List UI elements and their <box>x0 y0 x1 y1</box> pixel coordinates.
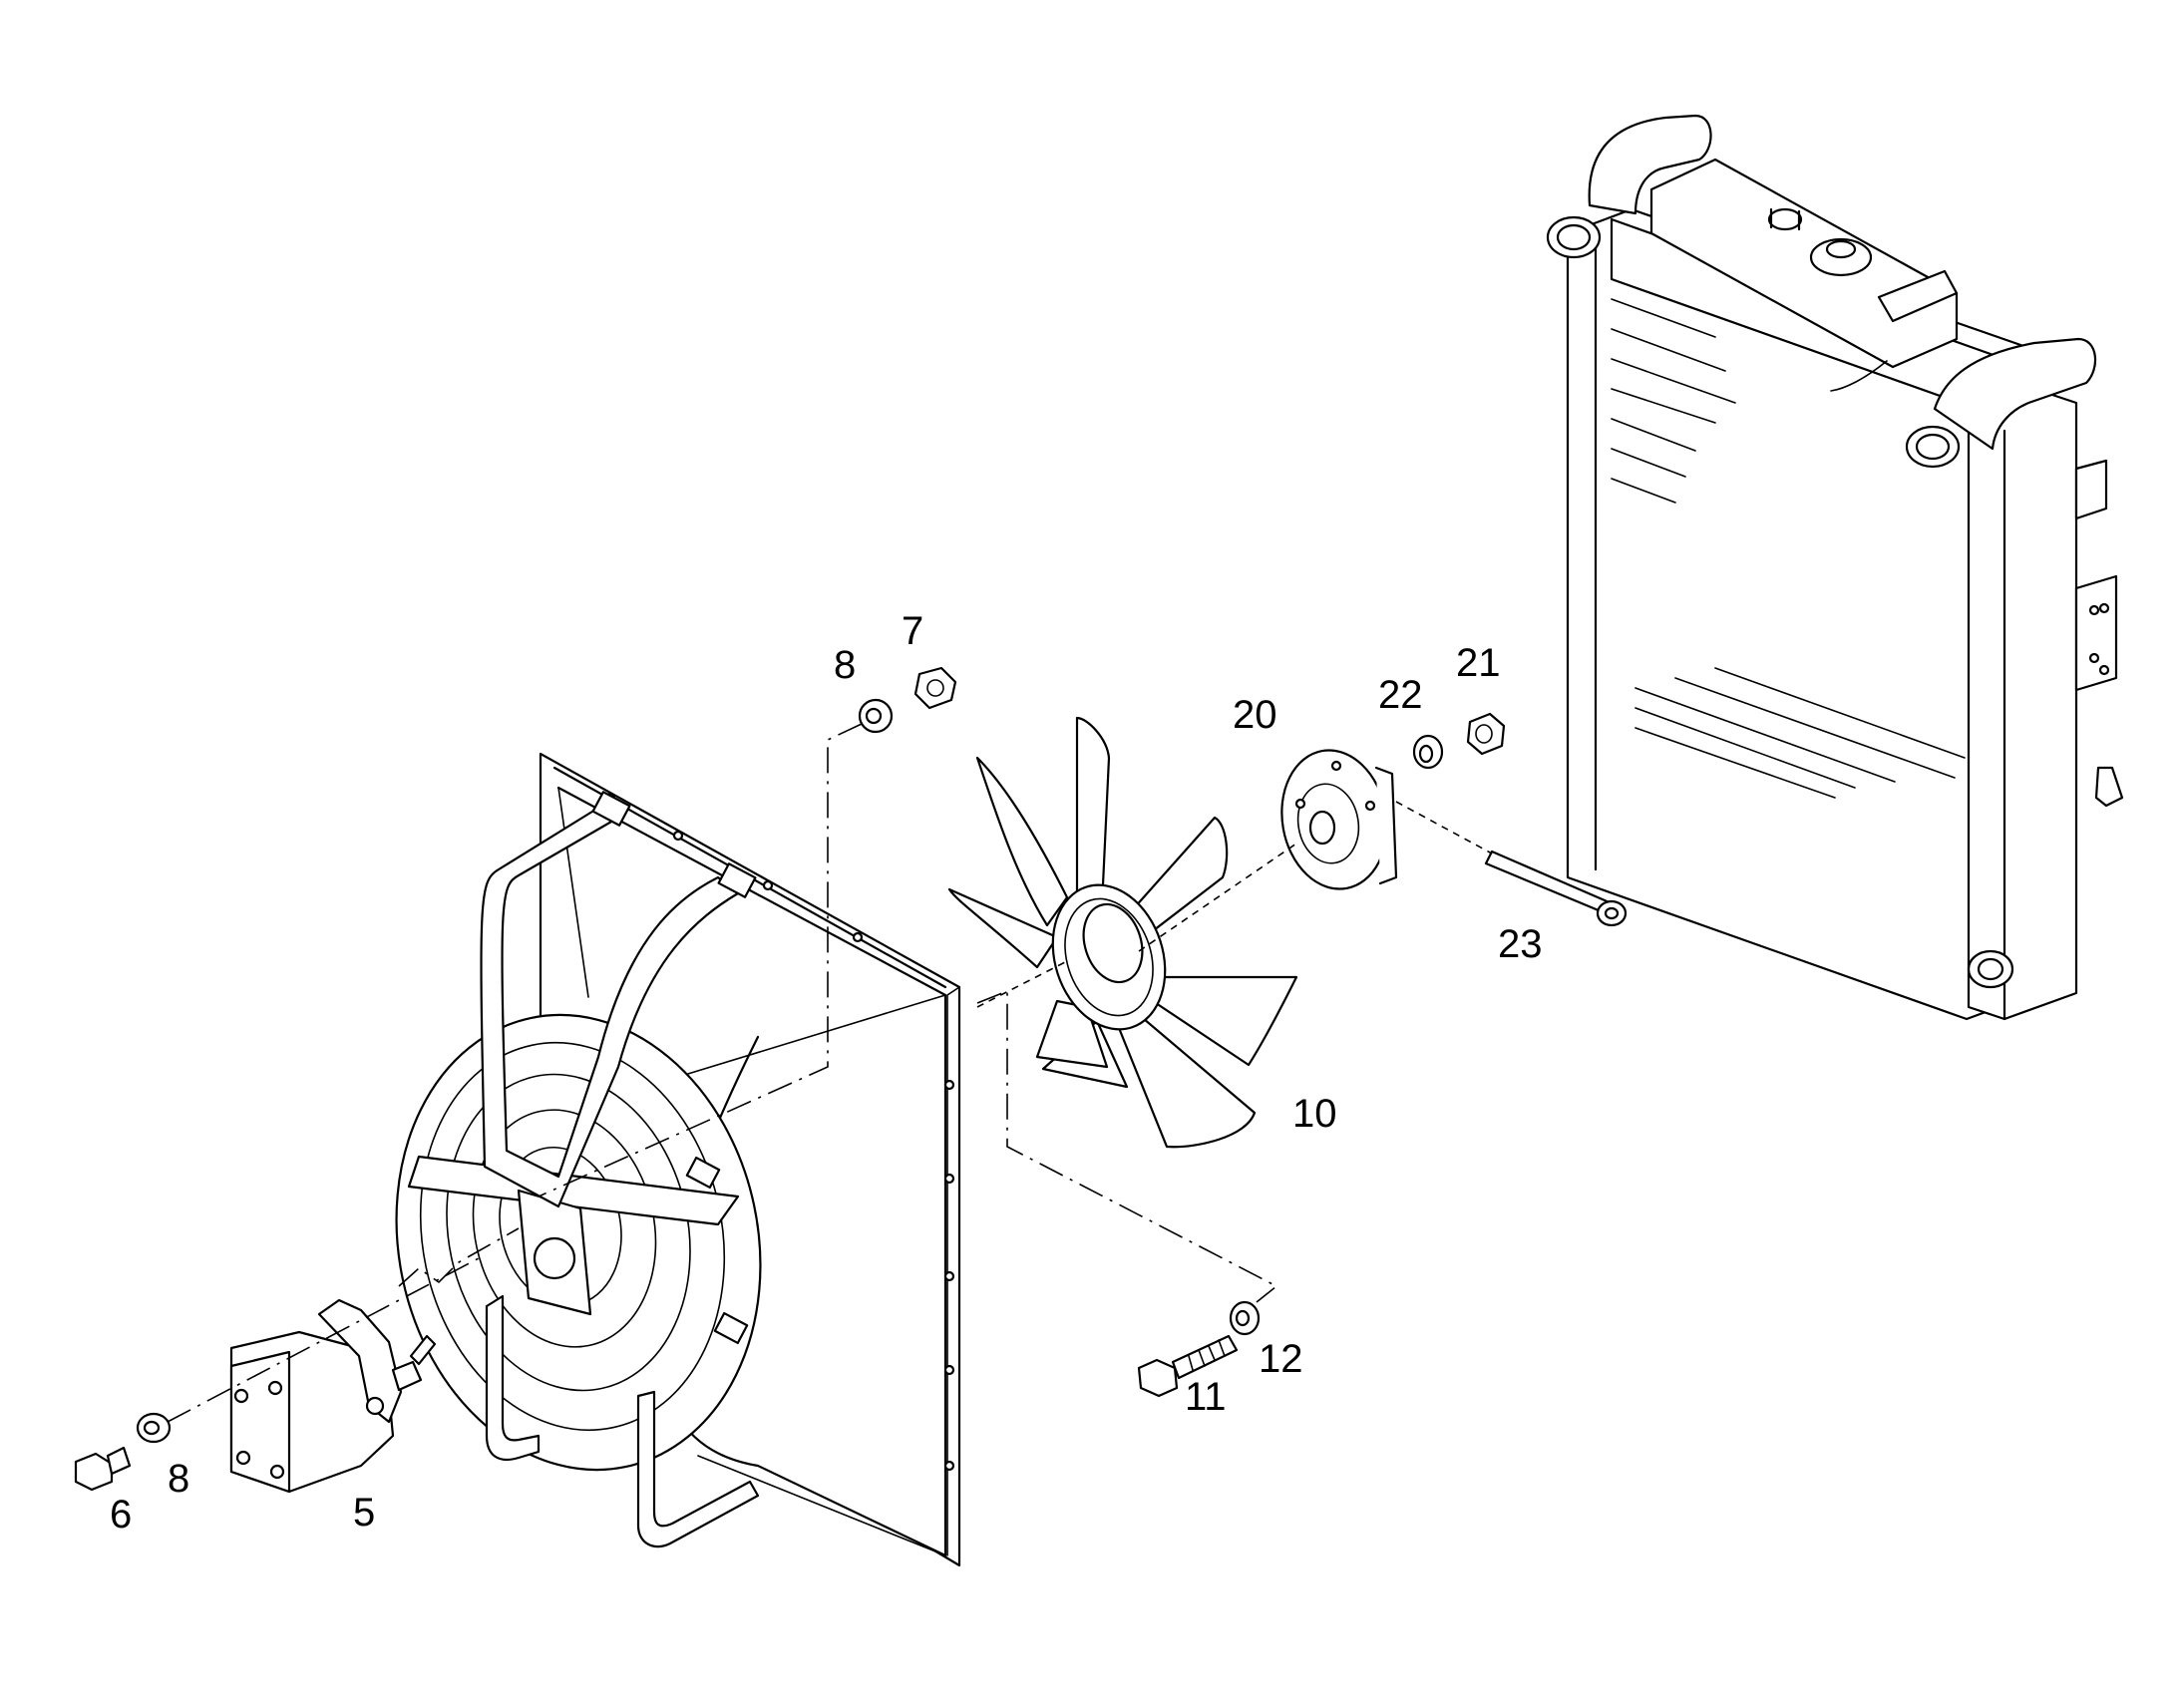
shroud-bolt-holes <box>604 792 955 1472</box>
callout-11: 11 <box>1185 1375 1227 1419</box>
nut-7 <box>913 666 957 710</box>
callout-22: 22 <box>1378 673 1423 717</box>
callout-8-top: 8 <box>834 643 856 687</box>
washer-8-top <box>858 698 894 734</box>
callout-10: 10 <box>1292 1092 1337 1136</box>
callout-7: 7 <box>902 609 923 653</box>
fan-impeller <box>947 716 1298 1149</box>
callout-5: 5 <box>353 1491 375 1535</box>
hydraulic-motor <box>229 1298 437 1494</box>
hub-flange <box>1280 749 1398 890</box>
pin-23 <box>1484 850 1628 927</box>
callout-20: 20 <box>1233 693 1277 737</box>
callout-labels: 7 8 20 22 21 23 10 11 12 6 8 5 <box>110 609 1543 1537</box>
bolt-11 <box>1137 1334 1239 1398</box>
bolt-6 <box>74 1446 132 1492</box>
washer-12 <box>1229 1300 1261 1336</box>
callout-6: 6 <box>110 1493 132 1537</box>
nut-21 <box>1466 712 1506 756</box>
callout-23: 23 <box>1498 922 1543 966</box>
fan-guard <box>395 791 762 1548</box>
radiator-core-fins <box>1611 298 1966 799</box>
callout-12: 12 <box>1259 1337 1303 1381</box>
assembly-lines <box>167 723 1493 1423</box>
washer-22 <box>1412 734 1444 770</box>
callout-21: 21 <box>1456 641 1501 685</box>
radiator <box>1546 114 2124 1021</box>
callout-8-bottom: 8 <box>168 1457 189 1501</box>
washer-8-bottom <box>136 1412 172 1444</box>
